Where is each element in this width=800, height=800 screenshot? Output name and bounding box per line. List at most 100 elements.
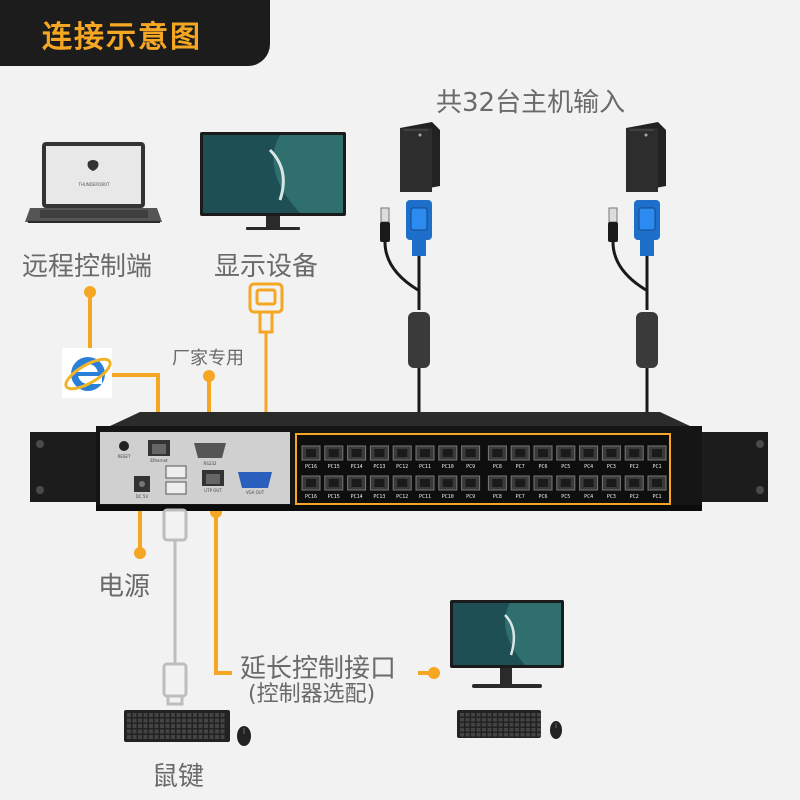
pc-port-socket <box>351 479 362 487</box>
svg-text:Ethernet: Ethernet <box>150 458 168 463</box>
keyboard-key <box>493 728 497 732</box>
pc-port-label: PC9 <box>466 494 475 500</box>
keyboard-key <box>460 728 464 732</box>
keyboard-key <box>220 713 225 717</box>
pc-port-label: PC1 <box>652 494 661 500</box>
laptop-icon: THUNDEROBOT <box>25 142 162 223</box>
svg-text:DC 5V: DC 5V <box>136 494 149 499</box>
keyboard-key <box>515 733 519 737</box>
keyboard-key <box>171 724 175 728</box>
keyboard-key <box>171 713 175 717</box>
keyboard-key <box>220 729 225 734</box>
keyboard-key <box>526 733 530 737</box>
pc-port-label: PC6 <box>538 494 547 500</box>
keyboard-key <box>182 713 186 717</box>
pc-port-label: PC12 <box>396 494 408 500</box>
pc-port-socket <box>583 479 594 487</box>
keyboard-key <box>149 713 153 717</box>
keyboard-key <box>520 733 525 737</box>
pc-port-socket <box>328 449 339 457</box>
keyboard-key <box>154 724 159 728</box>
keyboard-key <box>143 718 148 723</box>
keyboard-key <box>526 718 530 722</box>
pc-port-label: PC9 <box>466 464 475 470</box>
keyboard-key <box>193 724 197 728</box>
keyboard-key <box>165 713 170 717</box>
keyboard-key <box>465 713 470 717</box>
keyboard-key <box>498 728 503 732</box>
keyboard-key <box>504 733 508 737</box>
keyboard-key <box>143 729 148 734</box>
keyboard-key <box>204 735 208 739</box>
kvm-cable-left <box>380 200 432 438</box>
keyboard-key <box>193 729 197 734</box>
pc-port-label: PC12 <box>396 464 408 470</box>
keyboard-key <box>498 713 503 717</box>
reset-button <box>119 441 129 451</box>
keyboard-key <box>149 718 153 723</box>
keyboard-key <box>187 718 192 723</box>
keyboard-key <box>460 718 464 722</box>
pc-port-socket <box>420 449 430 457</box>
pc-port-socket <box>397 479 408 487</box>
keyboard-left-icon <box>124 710 230 742</box>
keyboard-key <box>520 728 525 732</box>
keyboard-key <box>220 735 225 739</box>
pc-port-socket <box>606 479 617 487</box>
keyboard-key <box>515 718 519 722</box>
extension-port-label: 延长控制接口 <box>240 654 397 684</box>
pc-port-label: PC13 <box>373 494 385 500</box>
power-label: 电源 <box>98 572 151 602</box>
keyboard-key <box>476 733 481 737</box>
keyboard-key <box>509 723 514 727</box>
keyboard-key <box>198 729 203 734</box>
keyboard-key <box>132 718 137 723</box>
pc-port-socket <box>465 449 476 457</box>
keyboard-key <box>509 713 514 717</box>
pc-port-label: PC10 <box>442 494 454 500</box>
keyboard-key <box>476 713 481 717</box>
pc-port-label: PC11 <box>419 464 431 470</box>
keyboard-key <box>465 728 470 732</box>
keyboard-key <box>509 728 514 732</box>
keyboard-key <box>487 713 492 717</box>
keyboard-key <box>171 729 175 734</box>
keyboard-key <box>143 713 148 717</box>
keyboard-key <box>154 713 159 717</box>
extension-note-label: (控制器选配) <box>248 682 376 707</box>
display-device-label: 显示设备 <box>214 252 319 282</box>
keyboard-key <box>187 729 192 734</box>
pc-port-socket <box>374 449 385 457</box>
keyboard-key <box>515 723 519 727</box>
keyboard-key <box>531 713 536 717</box>
pc-port-socket <box>583 449 594 457</box>
keyboard-key <box>132 735 137 739</box>
keyboard-key <box>160 729 164 734</box>
pc-port-label: PC14 <box>351 464 363 470</box>
host-pc-left <box>400 122 440 192</box>
laptop-brand: THUNDEROBOT <box>77 182 110 187</box>
keyboard-key <box>187 735 192 739</box>
keyboard-key <box>215 724 219 728</box>
pc-port-socket <box>442 479 453 487</box>
keyboard-key <box>471 713 475 717</box>
keyboard-mouse-label: 鼠键 <box>152 762 205 792</box>
keyboard-key <box>198 713 203 717</box>
keyboard-key <box>498 718 503 722</box>
keyboard-key <box>149 729 153 734</box>
extension-line <box>214 512 232 675</box>
keyboard-key <box>460 733 464 737</box>
keyboard-key <box>204 718 208 723</box>
keyboard-key <box>193 718 197 723</box>
keyboard-key <box>460 723 464 727</box>
keyboard-key <box>520 718 525 722</box>
keyboard-key <box>160 735 164 739</box>
ie-browser-icon <box>62 348 112 398</box>
kbm-cable <box>162 508 188 706</box>
keyboard-key <box>531 718 536 722</box>
keyboard-key <box>498 723 503 727</box>
host-input-label: 共32台主机输入 <box>436 88 626 118</box>
keyboard-key <box>515 728 519 732</box>
keyboard-key <box>127 718 131 723</box>
